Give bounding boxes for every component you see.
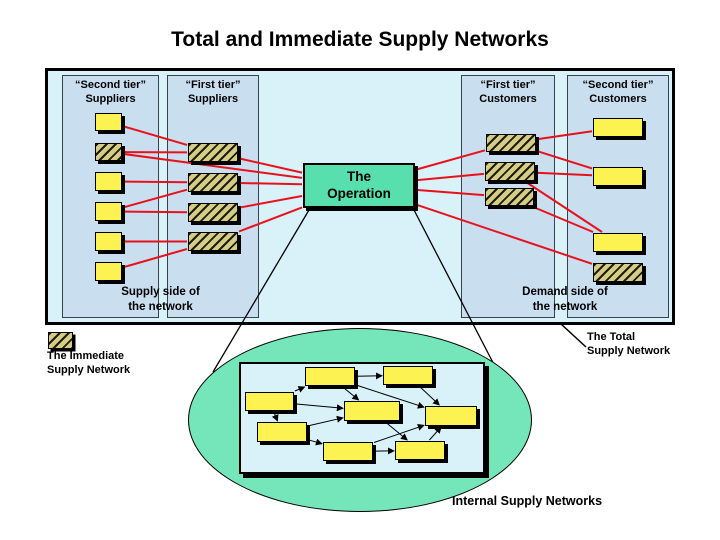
first-tier-customer-1 <box>486 134 536 152</box>
internal-node-5 <box>425 406 477 426</box>
internal-node-1 <box>305 367 355 386</box>
internal-node-8 <box>395 441 445 460</box>
first-tier-supplier-4 <box>188 232 238 251</box>
column-second-tier-suppliers: “Second tier” Suppliers <box>62 75 159 318</box>
internal-node-3 <box>245 392 294 411</box>
slide-title: Total and Immediate Supply Networks <box>171 28 549 51</box>
column-header-second-tier-customers: “Second tier” Customers <box>582 79 654 105</box>
first-tier-supplier-1 <box>188 143 238 162</box>
first-tier-supplier-2 <box>188 173 238 192</box>
column-header-second-tier-suppliers: “Second tier” Suppliers <box>75 79 146 105</box>
first-tier-customer-3 <box>485 188 534 206</box>
second-tier-customer-1 <box>593 118 643 137</box>
second-tier-supplier-3 <box>95 172 122 191</box>
second-tier-supplier-4 <box>95 202 122 221</box>
first-tier-customer-2 <box>485 162 535 181</box>
column-header-first-tier-suppliers: “First tier” Suppliers <box>185 79 241 105</box>
immediate-network-legend-label: The Immediate Supply Network <box>47 350 131 376</box>
demand-side-label: Demand side of the network <box>522 286 608 313</box>
second-tier-supplier-6 <box>95 262 122 281</box>
second-tier-customer-4 <box>593 263 643 282</box>
column-header-first-tier-customers: “First tier” Customers <box>479 79 537 105</box>
internal-node-2 <box>383 366 433 385</box>
internal-node-7 <box>323 442 373 461</box>
column-first-tier-suppliers: “First tier” Suppliers <box>167 75 259 318</box>
supply-side-label: Supply side of the network <box>121 286 200 313</box>
total-network-label: The Total Supply Network <box>587 331 671 357</box>
immediate-network-legend-swatch <box>48 332 73 349</box>
second-tier-customer-2 <box>593 167 643 186</box>
internal-supply-networks-label: Internal Supply Networks <box>452 494 603 508</box>
second-tier-supplier-2 <box>95 143 122 161</box>
second-tier-customer-3 <box>593 233 643 252</box>
second-tier-supplier-1 <box>95 113 122 131</box>
internal-node-6 <box>257 422 307 442</box>
first-tier-supplier-3 <box>188 203 238 222</box>
second-tier-supplier-5 <box>95 232 122 251</box>
total-label-pointer-line <box>560 323 587 348</box>
internal-node-4 <box>344 401 400 421</box>
